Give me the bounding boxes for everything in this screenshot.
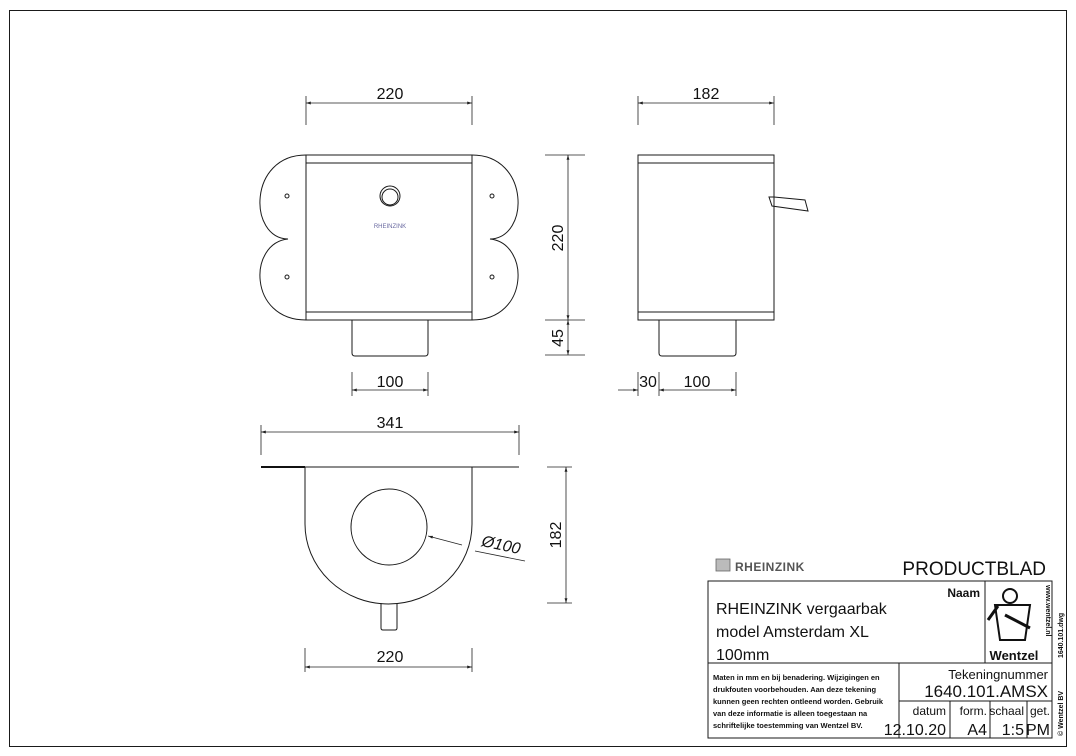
dim-top-depth: 182	[548, 522, 565, 549]
product-name-line-3: 100mm	[716, 647, 769, 664]
drain-pipe	[380, 603, 398, 631]
company-url: www.wentzel.nl	[1044, 584, 1051, 637]
disclaimer-line: schriftelijke toestemming van Wentzel BV…	[713, 721, 863, 730]
left-mounting-lobes	[259, 154, 307, 321]
dim-outlet-height: 45	[550, 329, 567, 347]
dim-side-outlet-width: 100	[684, 374, 711, 391]
dim-front-outlet-width: 100	[377, 374, 404, 391]
dim-body-width: 220	[377, 649, 404, 666]
disclaimer-line: kunnen geen rechten ontleend worden. Geb…	[713, 697, 884, 706]
side-view: 182 30 100	[618, 86, 809, 396]
name-label: Naam	[947, 586, 980, 600]
product-name-line-2: model Amsterdam XL	[716, 624, 869, 641]
disclaimer-line: van deze informatie is alleen toegestaan…	[713, 709, 868, 718]
dim-side-offset: 30	[639, 374, 657, 391]
company-logo-text: Wentzel	[990, 648, 1039, 663]
format-value: A4	[967, 722, 987, 739]
scale-label: schaal	[989, 704, 1024, 718]
outlet-pipe	[658, 320, 737, 357]
scale-value: 1:5	[1002, 722, 1024, 739]
dim-front-width: 220	[377, 86, 404, 103]
dim-outlet-diameter: Ø100	[479, 533, 522, 558]
overflow-spout	[768, 196, 809, 212]
title-block: RHEINZINK PRODUCTBLAD Naam RHEINZINK ver…	[707, 558, 1065, 739]
drawn-by-value: PM	[1026, 722, 1050, 739]
disclaimer-line: Maten in mm en bij benadering. Wijziging…	[713, 673, 880, 682]
copyright: © Wentzel BV	[1057, 691, 1065, 736]
front-view: RHEINZINK 220 220 45 100	[259, 86, 585, 396]
file-name: 1640.101.dwg	[1058, 613, 1065, 658]
rheinzink-logo: RHEINZINK	[735, 560, 805, 574]
drawing-number: 1640.101.AMSX	[924, 682, 1048, 701]
drawn-by-label: get.	[1030, 704, 1050, 718]
dim-flange-width: 341	[377, 415, 404, 432]
right-mounting-lobes	[471, 154, 519, 321]
body-outline	[304, 467, 473, 605]
date-label: datum	[913, 704, 946, 718]
outlet-opening	[350, 488, 428, 566]
top-view: 341 Ø100 182 220	[260, 415, 572, 672]
drawing-number-label: Tekeningnummer	[948, 667, 1048, 682]
dim-side-depth: 182	[693, 86, 720, 103]
rheinzink-logo-icon	[715, 558, 731, 572]
dim-front-height: 220	[550, 225, 567, 252]
sheet-title: PRODUCTBLAD	[902, 559, 1046, 580]
outlet-pipe	[351, 320, 429, 357]
wentzel-logo-icon: Wentzel	[986, 588, 1039, 663]
overflow-hole	[379, 185, 401, 207]
brand-mark: RHEINZINK	[374, 224, 406, 230]
format-label: form.	[960, 704, 987, 718]
drawing-frame	[9, 10, 1067, 747]
product-name-line-1: RHEINZINK vergaarbak	[716, 601, 888, 618]
disclaimer-line: drukfouten voorbehouden. Aan deze tekeni…	[713, 685, 876, 694]
date-value: 12.10.20	[884, 722, 946, 739]
